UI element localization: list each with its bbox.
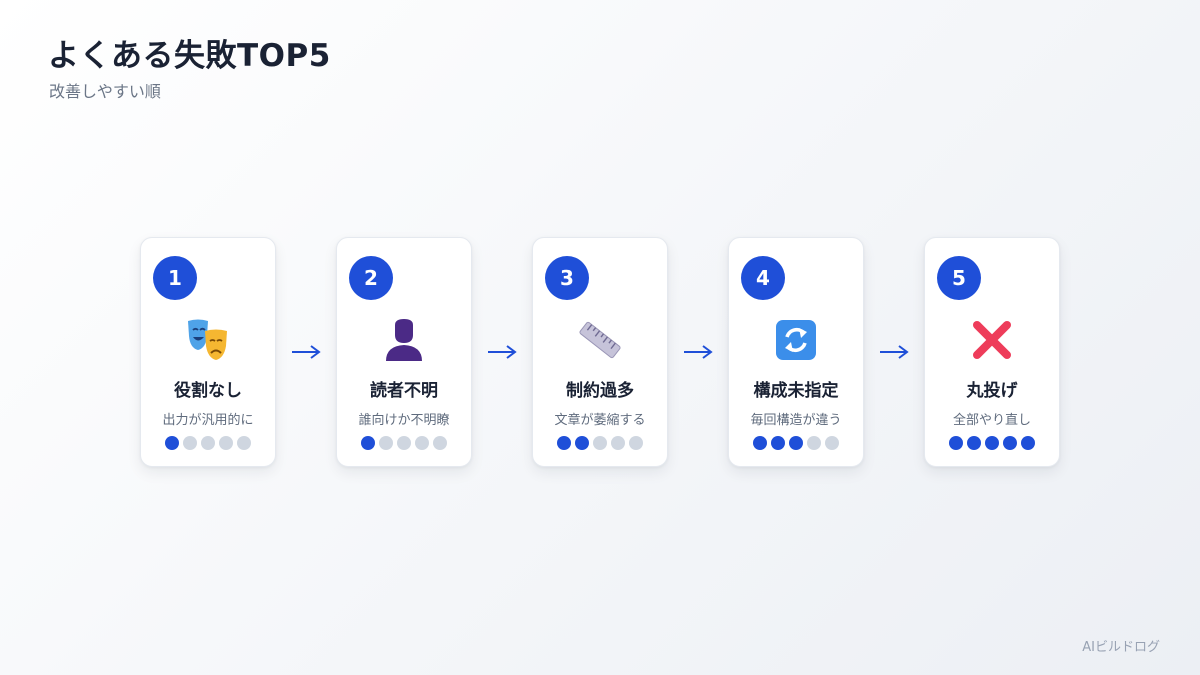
- progress-dot: [219, 436, 233, 450]
- step-card-3: 3 制約過多 文章が萎縮する: [532, 237, 668, 467]
- step-number-badge: 2: [349, 256, 393, 300]
- step-card-5: 5 丸投げ 全部やり直し: [924, 237, 1060, 467]
- step-number-badge: 5: [937, 256, 981, 300]
- progress-dot: [753, 436, 767, 450]
- step-title: 役割なし: [174, 381, 242, 401]
- progress-dot: [237, 436, 251, 450]
- progress-dots: [337, 436, 471, 450]
- progress-dot: [433, 436, 447, 450]
- step-card-1: 1 役割なし 出力が汎用的に: [140, 237, 276, 467]
- progress-dot: [949, 436, 963, 450]
- progress-dot: [379, 436, 393, 450]
- page-subtitle: 改善しやすい順: [49, 82, 161, 101]
- brand-watermark: AIビルドログ: [1082, 640, 1160, 655]
- progress-dot: [201, 436, 215, 450]
- progress-dot: [165, 436, 179, 450]
- step-title: 読者不明: [370, 381, 438, 401]
- progress-dot: [415, 436, 429, 450]
- step-number-badge: 3: [545, 256, 589, 300]
- step-card-4: 4 構成未指定 毎回構造が違う: [728, 237, 864, 467]
- progress-dot: [629, 436, 643, 450]
- progress-dot: [183, 436, 197, 450]
- progress-dot: [825, 436, 839, 450]
- step-description: 毎回構造が違う: [750, 413, 842, 428]
- step-number-badge: 4: [741, 256, 785, 300]
- step-description: 文章が萎縮する: [554, 413, 646, 428]
- ruler-icon: [533, 318, 667, 362]
- progress-dot: [807, 436, 821, 450]
- progress-dot: [593, 436, 607, 450]
- progress-dot: [967, 436, 981, 450]
- step-title: 制約過多: [566, 381, 634, 401]
- progress-dots: [533, 436, 667, 450]
- arrow-right-icon: [668, 345, 728, 359]
- progress-dot: [985, 436, 999, 450]
- progress-dots: [141, 436, 275, 450]
- progress-dots: [729, 436, 863, 450]
- arrow-right-icon: [276, 345, 336, 359]
- step-description: 出力が汎用的に: [162, 413, 254, 428]
- progress-dot: [1021, 436, 1035, 450]
- person-silhouette-icon: [337, 318, 471, 362]
- arrow-right-icon: [472, 345, 532, 359]
- step-title: 構成未指定: [753, 381, 839, 401]
- progress-dot: [771, 436, 785, 450]
- progress-dot: [1003, 436, 1017, 450]
- refresh-arrows-icon: [729, 318, 863, 362]
- progress-dot: [789, 436, 803, 450]
- step-number-badge: 1: [153, 256, 197, 300]
- theater-masks-icon: [141, 318, 275, 362]
- progress-dot: [397, 436, 411, 450]
- cross-mark-icon: [925, 318, 1059, 362]
- progress-dots: [925, 436, 1059, 450]
- steps-row: 1 役割なし 出力が汎用的に: [140, 237, 1060, 467]
- step-description: 誰向けか不明瞭: [358, 413, 450, 428]
- arrow-right-icon: [864, 345, 924, 359]
- progress-dot: [575, 436, 589, 450]
- page-title: よくある失敗TOP5: [48, 38, 331, 74]
- progress-dot: [611, 436, 625, 450]
- step-card-2: 2 読者不明 誰向けか不明瞭: [336, 237, 472, 467]
- progress-dot: [557, 436, 571, 450]
- step-description: 全部やり直し: [952, 413, 1031, 428]
- progress-dot: [361, 436, 375, 450]
- step-title: 丸投げ: [966, 381, 1018, 401]
